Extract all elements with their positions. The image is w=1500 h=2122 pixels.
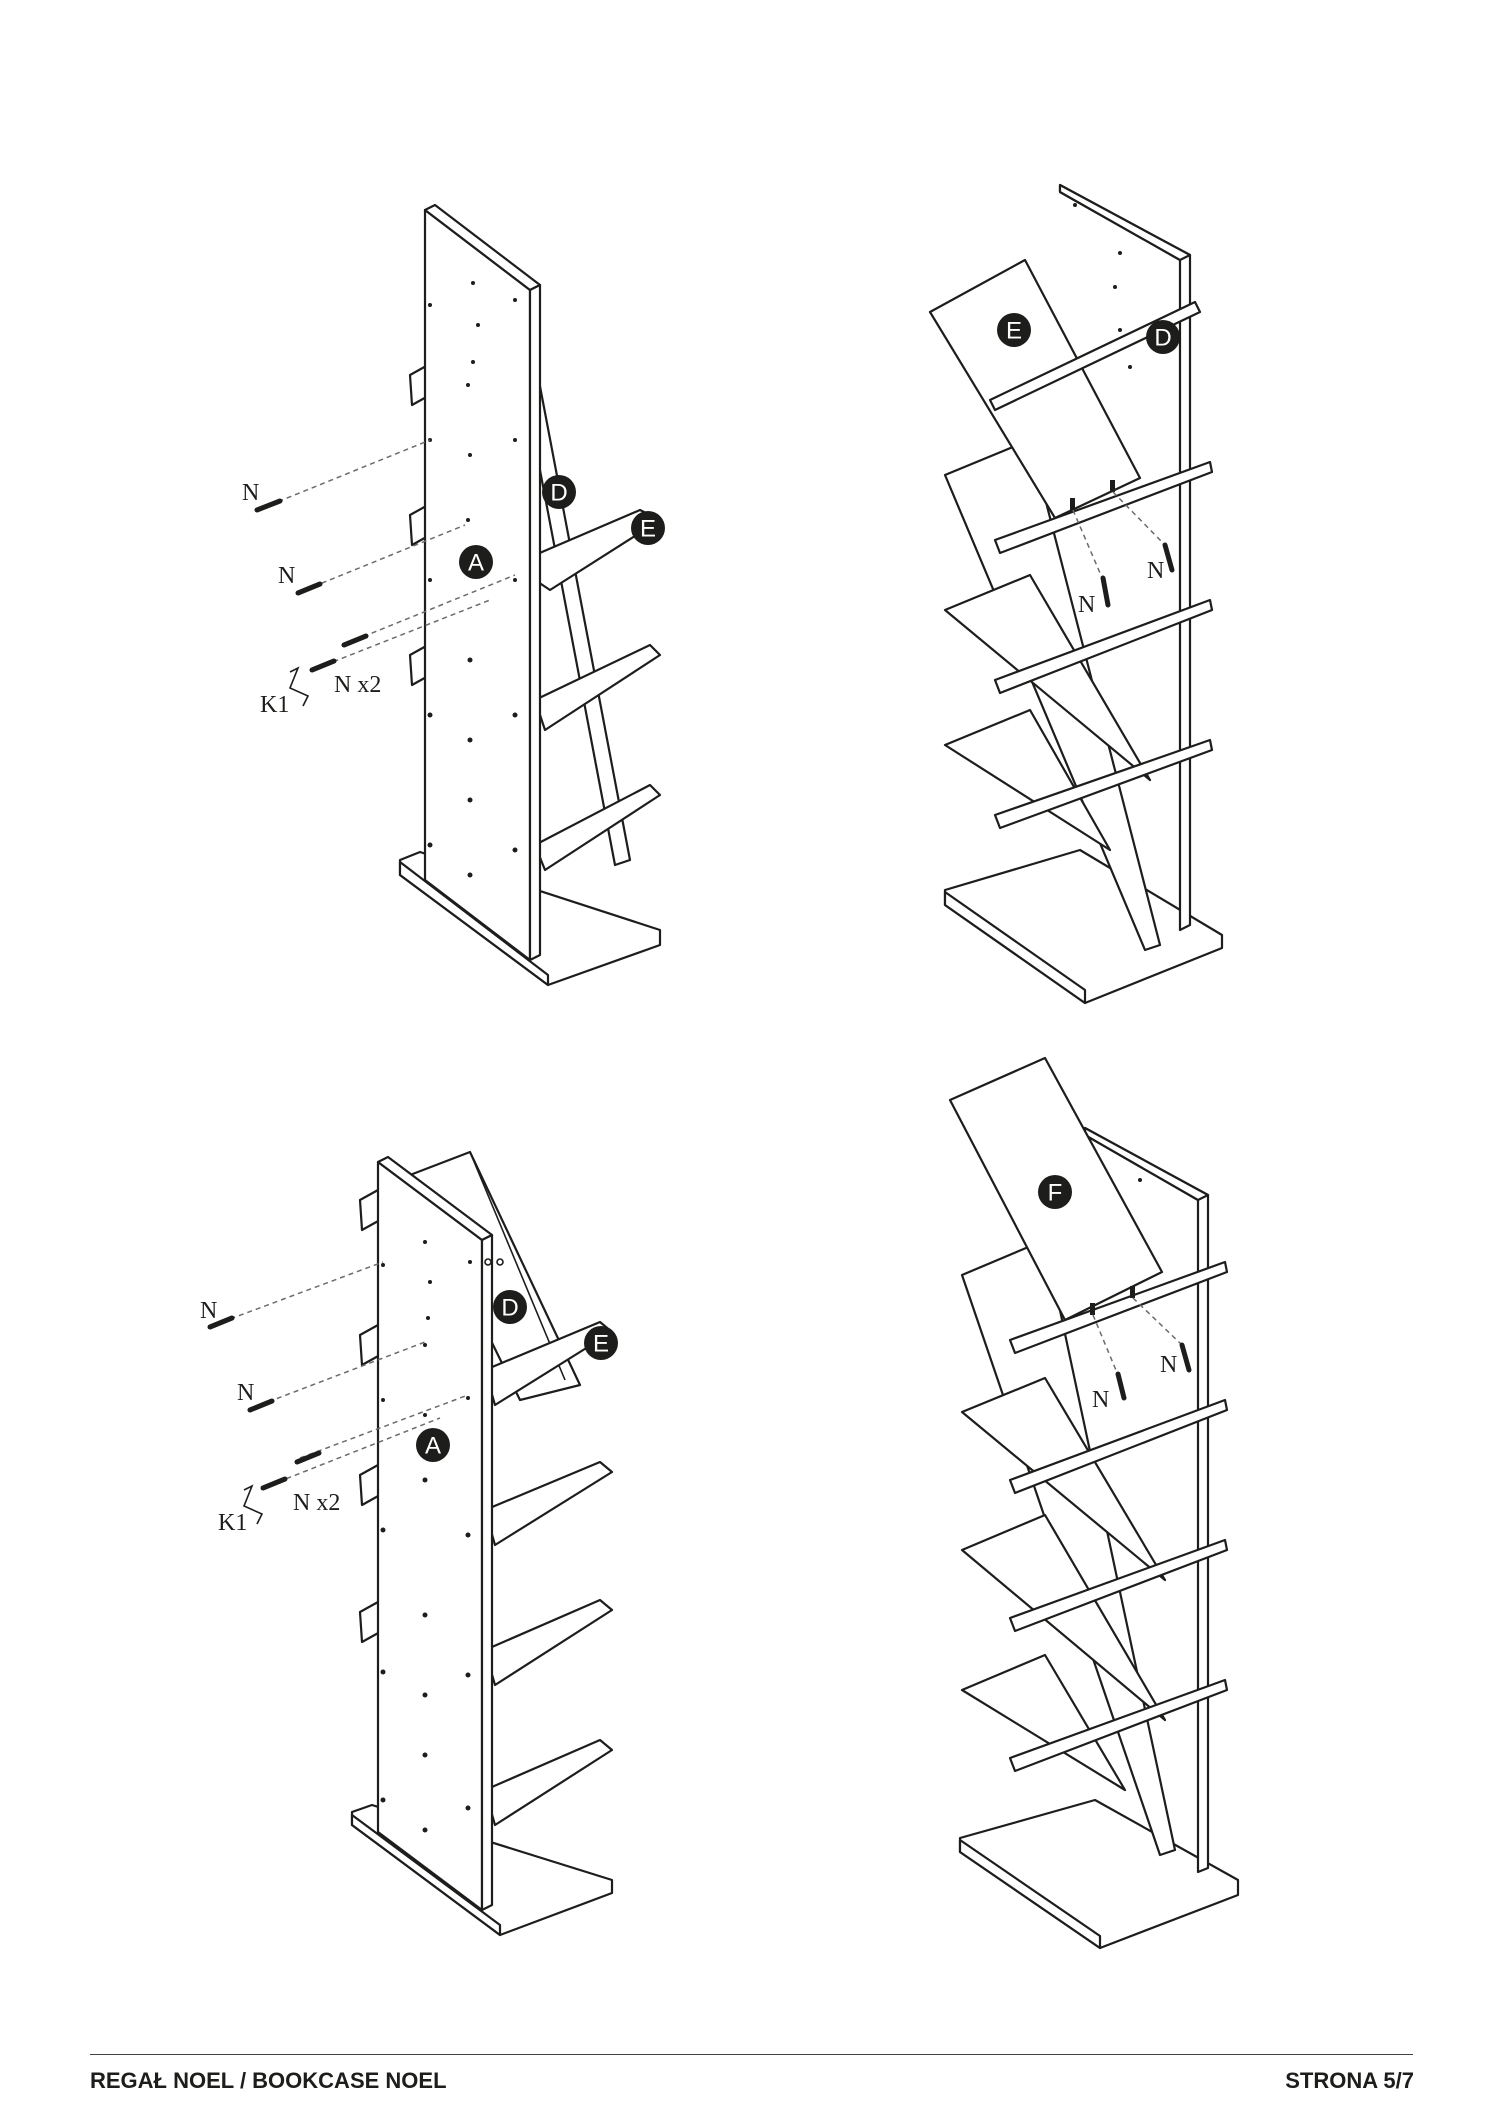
step-1-illustration: N N N x2 K1 A D E <box>242 203 665 987</box>
step-4-illustration: N N F <box>948 1056 1240 1950</box>
badge-e: E <box>640 516 656 543</box>
step-3-illustration: N N N x2 K1 A D E <box>200 1150 618 1937</box>
label-n-6: N <box>1147 558 1164 584</box>
label-n-2: N <box>278 563 295 589</box>
board-d-top <box>988 300 1202 412</box>
label-n-x2-3: N x2 <box>293 1490 340 1516</box>
screw-n-9 <box>294 1450 322 1465</box>
label-n-7: N <box>200 1298 217 1324</box>
badge-d-2: D <box>1154 325 1171 352</box>
label-k1-3: K1 <box>218 1510 247 1536</box>
footer-page-number: STRONA 5/7 <box>1285 2068 1414 2093</box>
footer-divider <box>90 2054 1413 2055</box>
screw-n-2 <box>295 581 323 596</box>
screw-n-11 <box>1115 1371 1127 1401</box>
badge-a-3: A <box>425 1433 441 1460</box>
screw-n-7 <box>207 1315 235 1330</box>
panel-holes <box>427 281 518 878</box>
label-n-8: N <box>237 1380 254 1406</box>
badge-f: F <box>1048 1180 1063 1207</box>
screw-n-4 <box>309 658 337 673</box>
screw-n-12 <box>1179 1342 1192 1373</box>
screw-n-8 <box>247 1398 275 1413</box>
badge-d: D <box>550 480 567 507</box>
label-k1: K1 <box>260 692 289 718</box>
label-n-12: N <box>1160 1352 1177 1378</box>
label-n-11: N <box>1092 1387 1109 1413</box>
allen-key-k1 <box>288 666 310 707</box>
label-n-1: N <box>242 480 259 506</box>
screw-n-3 <box>341 633 369 648</box>
label-n-x2: N x2 <box>334 672 381 698</box>
badge-e-2: E <box>1006 318 1022 345</box>
panel-holes-3 <box>380 1240 504 1833</box>
badge-a: A <box>468 550 484 577</box>
step-2-illustration: N N E D <box>928 183 1224 1005</box>
label-n-5: N <box>1078 592 1095 618</box>
screw-n-10 <box>260 1476 288 1491</box>
screw-n-6 <box>1162 542 1175 573</box>
footer-title: REGAŁ NOEL / BOOKCASE NOEL <box>90 2068 447 2093</box>
screw-n-1 <box>254 498 283 513</box>
allen-key-k1-3 <box>242 1484 264 1525</box>
badge-e-3: E <box>593 1331 609 1358</box>
side-panel-a <box>423 208 532 962</box>
badge-d-3: D <box>501 1295 518 1322</box>
screw-n-5 <box>1100 575 1111 608</box>
